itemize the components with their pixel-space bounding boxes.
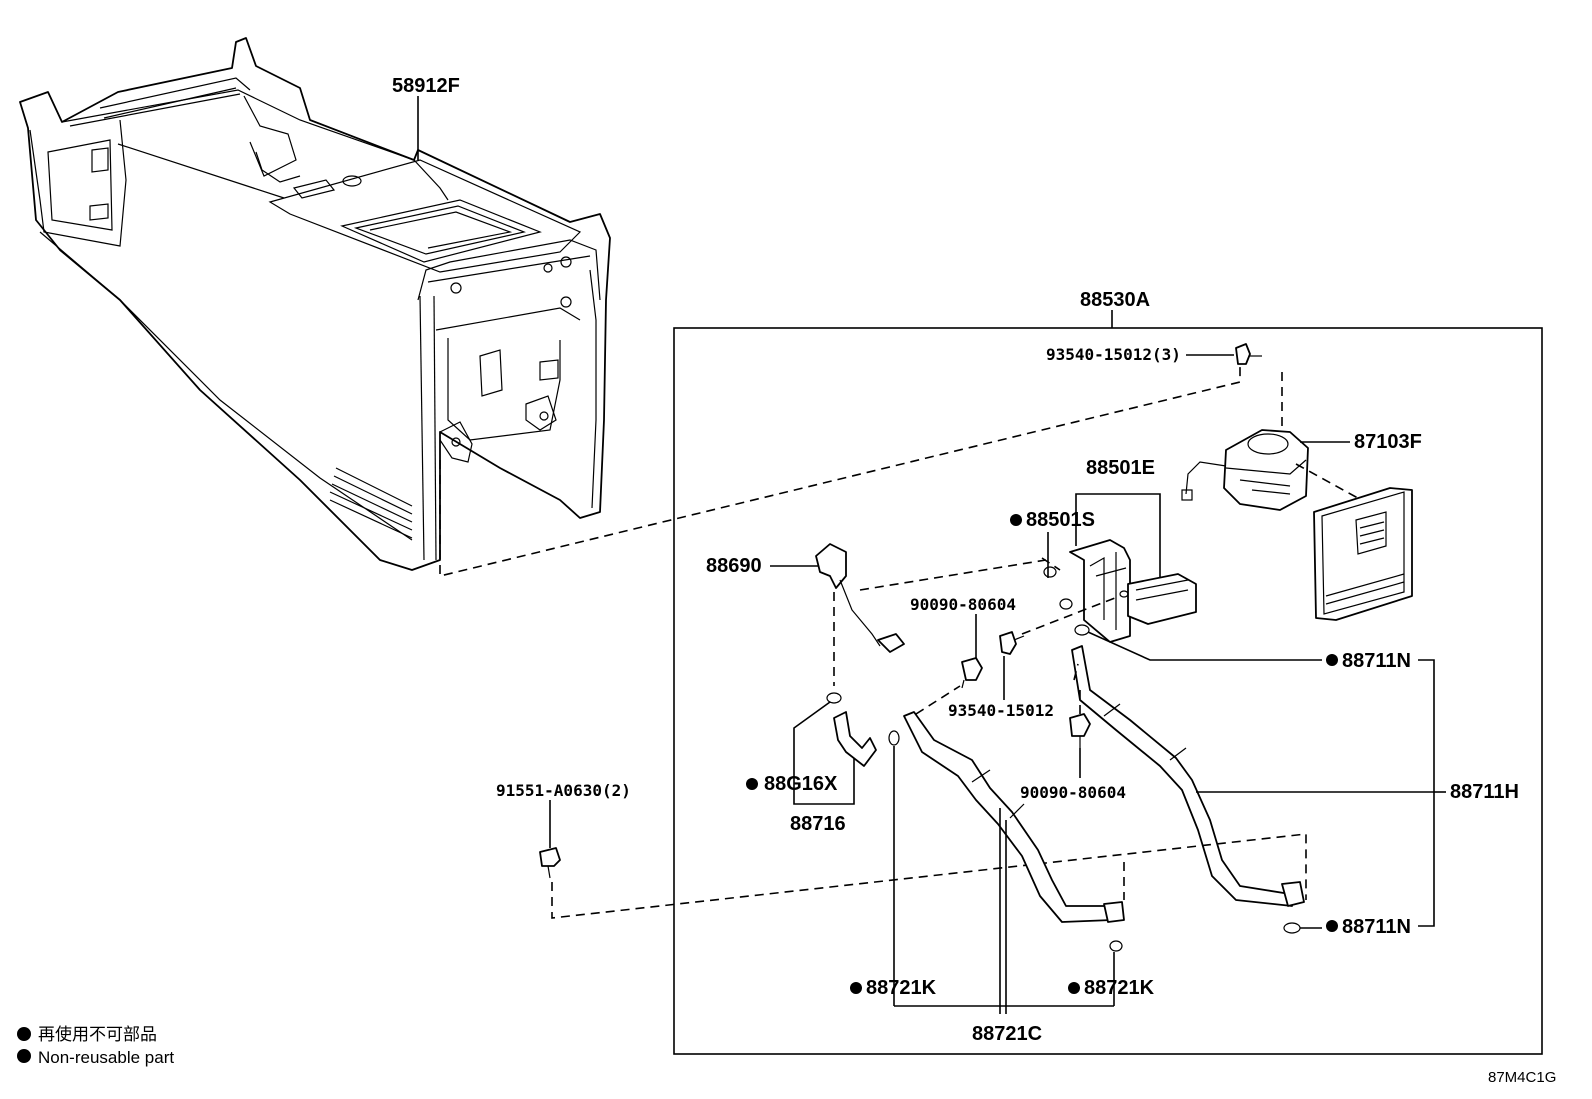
screw-single-line [1021, 595, 1121, 635]
legend-dot-en [17, 1049, 31, 1063]
blower-unit-drawing [1181, 429, 1309, 511]
sensor-to-evap-line [859, 559, 1047, 591]
legend-en: Non-reusable part [38, 1048, 174, 1067]
label-88G16X: 88G16X [764, 773, 838, 795]
diagram-code: 87M4C1G [1488, 1069, 1556, 1086]
label-87103F: 87103F [1354, 431, 1422, 453]
label-88501S: 88501S [1026, 509, 1095, 531]
o-ring-hose-c-top [888, 730, 900, 746]
label-88716: 88716 [790, 813, 846, 835]
label-93540-15012: 93540-15012 [948, 701, 1054, 720]
label-88711N-bottom: 88711N [1342, 916, 1411, 938]
label-58912F: 58912F [392, 75, 460, 97]
o-ring-hose-c-bottom [1109, 940, 1123, 952]
non-reusable-dot [1068, 982, 1080, 994]
screw-icon-single [999, 631, 1025, 655]
non-reusable-dot [746, 778, 758, 790]
label-88721K-left: 88721K [866, 977, 937, 999]
label-91551-A0630-x2: 91551-A0630(2) [496, 781, 631, 800]
assembly-frame [673, 327, 1543, 1055]
label-90090-80604-top: 90090-80604 [910, 595, 1016, 614]
o-ring-bottom [1283, 922, 1301, 934]
hose-88721C-drawing [903, 711, 1125, 923]
label-88501E: 88501E [1086, 457, 1155, 479]
seal-ring-2 [1059, 598, 1073, 610]
non-reusable-dot [1326, 920, 1338, 932]
label-88690: 88690 [706, 555, 762, 577]
leader-88G16X [793, 701, 831, 780]
sensor-drawing [815, 543, 905, 653]
bracket-88716 [793, 758, 855, 805]
leader-88711N-top [1087, 631, 1322, 661]
bracket-88501E [1116, 493, 1161, 590]
tube-88716-drawing [833, 711, 877, 767]
console-mount-line [439, 360, 1241, 578]
label-93540-15012-x3: 93540-15012(3) [1046, 345, 1181, 364]
bolt-icon-bottom [1069, 713, 1091, 748]
o-ring-g16x [826, 692, 842, 704]
legend-dot-jp [17, 1027, 31, 1041]
o-ring-top [1074, 624, 1090, 636]
bolt-icon [961, 657, 983, 689]
hose-top-dash [1073, 663, 1079, 681]
non-reusable-dot [1010, 514, 1022, 526]
label-88711N-top: 88711N [1342, 650, 1411, 672]
bracket-88711 [1418, 659, 1435, 927]
hose-88711H-drawing [1071, 645, 1305, 907]
evaporator-drawing [1069, 539, 1197, 643]
filter-grille-drawing [1313, 487, 1413, 621]
label-90090-80604-bottom: 90090-80604 [1020, 783, 1126, 802]
bracket-88501E-left [1075, 493, 1116, 546]
seal-ring [1043, 566, 1057, 578]
non-reusable-dot [1326, 654, 1338, 666]
label-88711H: 88711H [1450, 781, 1519, 803]
clip-screw-line [551, 833, 1307, 919]
label-88721C: 88721C [972, 1023, 1042, 1045]
screw-icon [1235, 343, 1262, 365]
label-88721K-right: 88721K [1084, 977, 1155, 999]
non-reusable-dot [850, 982, 862, 994]
legend-jp: 再使用不可部品 [38, 1024, 157, 1044]
label-88530A: 88530A [1080, 289, 1150, 311]
hose-c-dash [915, 685, 961, 715]
console-box-drawing [19, 37, 611, 571]
clip-screw-icon [539, 847, 561, 879]
